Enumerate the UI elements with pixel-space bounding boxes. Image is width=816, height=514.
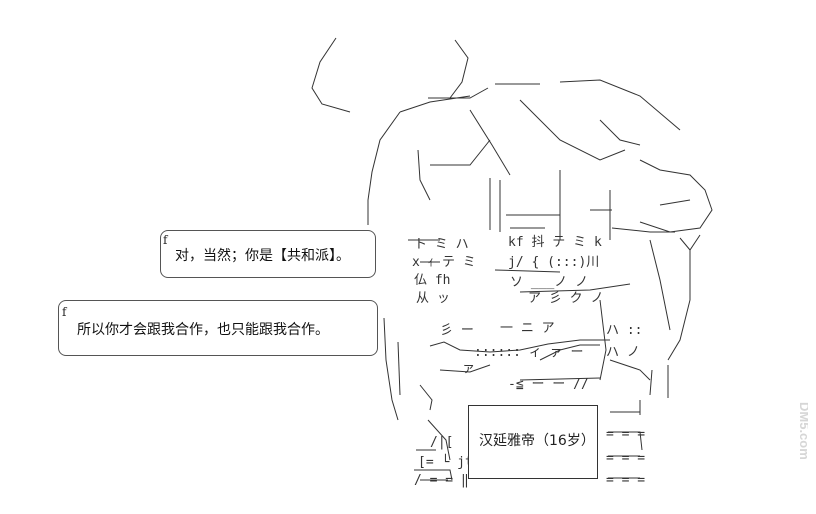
svg-text:仏 fh: 仏 fh — [414, 273, 450, 288]
site-watermark: DM5.com — [772, 398, 812, 502]
speech-bubble-2-text: 所以你才会跟我合作，也只能跟我合作。 — [77, 322, 329, 338]
character-name-label: 汉延雅帝（16岁） — [479, 433, 595, 449]
svg-text:j/ { (:::)川: j/ { (:::)川 — [508, 255, 599, 270]
svg-text:[= └ jt: [= └ jt — [418, 453, 473, 470]
svg-text:ハ ::: ハ :: — [606, 323, 642, 338]
svg-text:从 ッ: 从 ッ — [416, 291, 450, 306]
svg-text:= = =: = = = — [606, 473, 645, 488]
svg-text:kf 抖 テ ミ k: kf 抖 テ ミ k — [508, 235, 602, 250]
svg-text:ハ ノ: ハ ノ — [606, 345, 640, 360]
speech-bubble-2-speaker-mark: f — [62, 305, 67, 319]
svg-text:一 ニ ア: 一 ニ ア — [500, 321, 555, 336]
svg-text:ソ ___ノ ノ: ソ ___ノ ノ — [510, 275, 588, 290]
svg-text:/|[: /|[ — [430, 435, 453, 450]
svg-text:ア 彡 ク ノ: ア 彡 ク ノ — [528, 291, 603, 306]
svg-text::::::: ィ ァ ー: :::::: ィ ァ ー — [474, 345, 583, 360]
svg-text:ァ: ァ — [462, 361, 475, 376]
svg-text:ト ミ ハ: ト ミ ハ — [414, 237, 469, 252]
speech-bubble-1-text: 对，当然；你是【共和派】。 — [175, 248, 350, 264]
svg-text:-≦ ー ー //: -≦ ー ー // — [508, 377, 589, 392]
watermark-text: DM5.com — [797, 402, 808, 460]
svg-text:= = =: = = = — [606, 451, 645, 466]
speech-bubble-2: 所以你才会跟我合作，也只能跟我合作。 — [58, 300, 378, 356]
svg-text:= = =: = = = — [606, 427, 645, 442]
svg-text:/ = = ‖: / = = ‖ — [414, 473, 469, 488]
svg-text:彡 ー: 彡 ー — [440, 323, 474, 338]
svg-text:x ｨ テ ミ: x ｨ テ ミ — [412, 255, 476, 270]
speech-bubble-1: 对，当然；你是【共和派】。 — [160, 230, 376, 278]
character-nameplate: 汉延雅帝（16岁） — [468, 405, 598, 479]
speech-bubble-1-speaker-mark: f — [163, 233, 168, 247]
